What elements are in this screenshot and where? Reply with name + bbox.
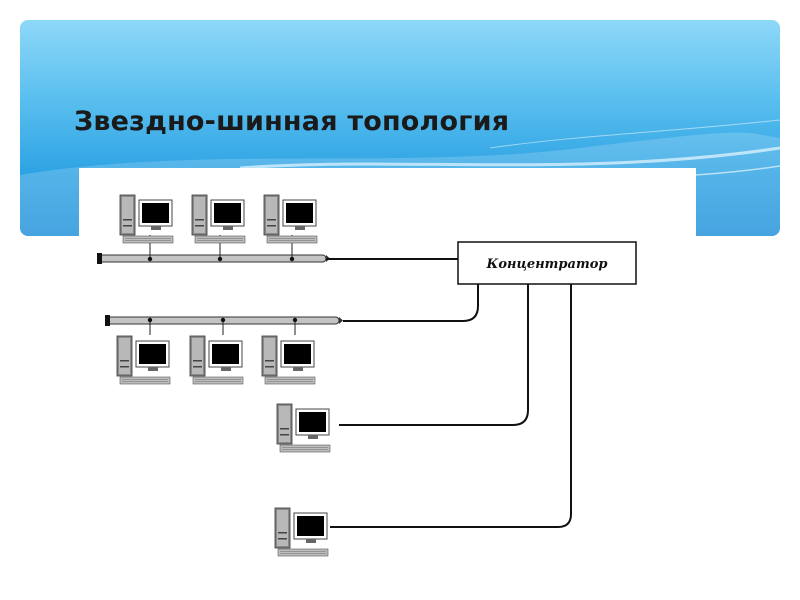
star-bus-topology-diagram: Концентратор — [97, 194, 637, 557]
bus1-computer-2 — [191, 194, 246, 244]
bus-segment-2 — [105, 315, 343, 335]
star-computer-1 — [276, 403, 331, 453]
bus1-computer-3 — [263, 194, 318, 244]
bus2-computer-1 — [116, 335, 171, 385]
link-computer-b-to-hub — [330, 284, 572, 528]
link-computer-a-to-hub — [339, 284, 529, 426]
star-computer-2 — [274, 507, 329, 557]
bus1-computer-1 — [119, 194, 174, 244]
bus2-computer-2 — [189, 335, 244, 385]
hub-box — [457, 241, 637, 285]
hub-label: Концентратор — [486, 257, 608, 272]
link-bus2-to-hub — [343, 284, 479, 322]
slide-title: Звездно-шинная топология — [74, 106, 510, 137]
diagram-panel: Концентратор — [79, 168, 696, 568]
bus2-computer-3 — [261, 335, 316, 385]
